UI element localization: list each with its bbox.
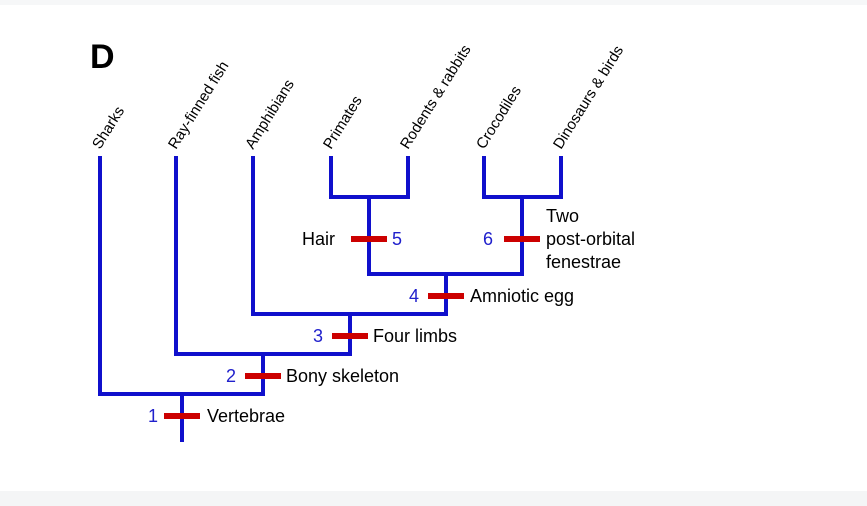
taxon-label-sharks: Sharks bbox=[89, 104, 128, 153]
trait-label-four-limbs: Four limbs bbox=[373, 326, 457, 346]
trait-number-3: 3 bbox=[313, 326, 323, 346]
taxon-label-rodents-rabbits: Rodents & rabbits bbox=[397, 42, 475, 152]
trait-mark-2 bbox=[245, 373, 281, 379]
taxon-label-ray-finned-fish: Ray-finned fish bbox=[165, 58, 232, 152]
trait-mark-6 bbox=[504, 236, 540, 242]
trait-label-bony-skeleton: Bony skeleton bbox=[286, 366, 399, 386]
trait-label-amniotic-egg: Amniotic egg bbox=[470, 286, 574, 306]
trait-number-2: 2 bbox=[226, 366, 236, 386]
taxon-label-primates: Primates bbox=[320, 93, 366, 152]
trait-mark-4 bbox=[428, 293, 464, 299]
trait-label-vertebrae: Vertebrae bbox=[207, 406, 285, 426]
taxon-label-crocodiles: Crocodiles bbox=[473, 83, 525, 152]
trait-number-4: 4 bbox=[409, 286, 419, 306]
taxon-label-amphibians: Amphibians bbox=[242, 77, 298, 152]
trait-number-6: 6 bbox=[483, 229, 493, 249]
trait-label-fenestrae: fenestrae bbox=[546, 252, 621, 272]
panel-label: D bbox=[90, 38, 115, 76]
diagram-frame bbox=[0, 5, 867, 491]
trait-label-post-orbital: post-orbital bbox=[546, 229, 635, 249]
trait-number-1: 1 bbox=[148, 406, 158, 426]
trait-mark-5 bbox=[351, 236, 387, 242]
trait-label-two: Two bbox=[546, 206, 579, 226]
taxon-label-dinosaurs-birds: Dinosaurs & birds bbox=[550, 43, 627, 152]
bottom-strip bbox=[0, 491, 867, 506]
trait-mark-3 bbox=[332, 333, 368, 339]
trait-number-5: 5 bbox=[392, 229, 402, 249]
trait-label-hair: Hair bbox=[302, 229, 335, 249]
trait-mark-1 bbox=[164, 413, 200, 419]
